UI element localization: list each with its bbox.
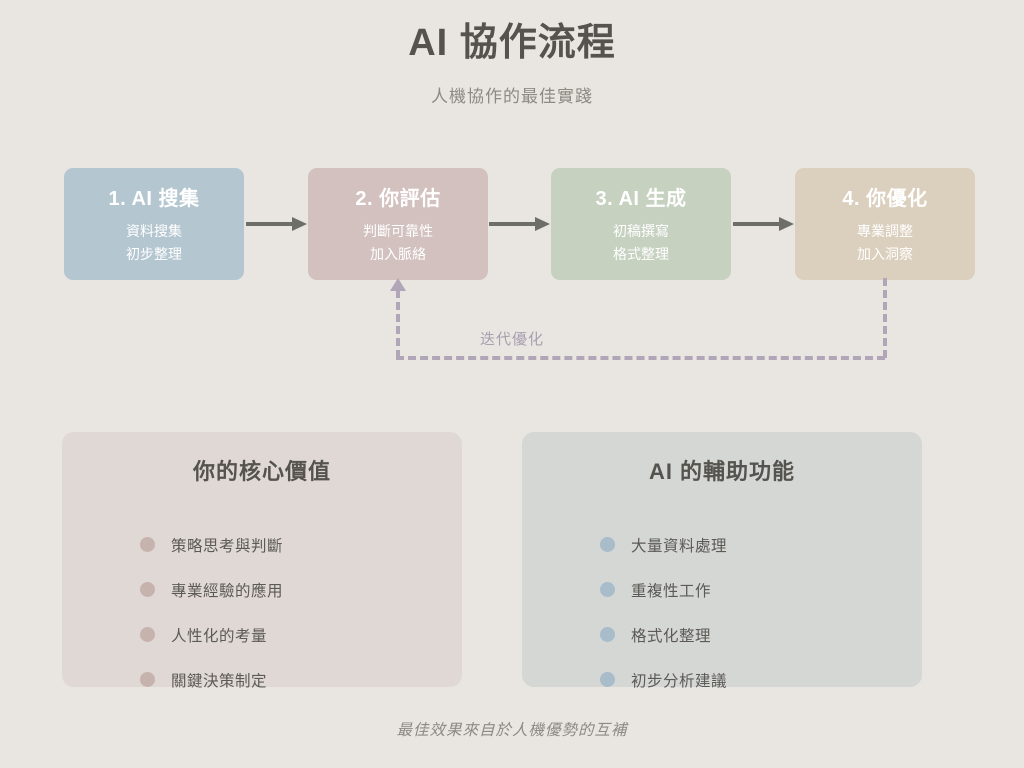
flow-step-1-detail: 資料搜集 初步整理 (126, 220, 182, 266)
list-item: 格式化整理 (600, 612, 922, 657)
flow-step-3-line-1: 初稿撰寫 (613, 222, 669, 239)
arrow-head-icon (292, 217, 307, 231)
arrow-head-icon (535, 217, 550, 231)
flow-step-3-detail: 初稿撰寫 格式整理 (613, 220, 669, 266)
arrow-shaft (246, 222, 294, 226)
panel-ai-list: 大量資料處理 重複性工作 格式化整理 初步分析建議 (522, 522, 922, 702)
process-flow: 1. AI 搜集 資料搜集 初步整理 2. 你評估 判斷可靠性 加入脈絡 3. … (0, 168, 1024, 280)
bullet-dot-icon (140, 537, 155, 552)
panel-human-title: 你的核心價值 (192, 459, 331, 484)
list-item: 專業經驗的應用 (140, 567, 462, 612)
feedback-loop-right-segment (883, 278, 887, 358)
bullet-dot-icon (600, 672, 615, 687)
feedback-loop-bottom-segment (396, 356, 885, 360)
header: AI 協作流程 人機協作的最佳實踐 (0, 22, 1024, 107)
feedback-loop-left-segment (396, 290, 400, 358)
list-item-label: 專業經驗的應用 (171, 582, 284, 600)
flow-step-2-line-2: 加入脈絡 (370, 246, 426, 262)
flow-arrow-3-to-4 (733, 217, 797, 231)
list-item: 策略思考與判斷 (140, 522, 462, 567)
flow-step-4[interactable]: 4. 你優化 專業調整 加入洞察 (795, 168, 975, 280)
page-subtitle: 人機協作的最佳實踐 (431, 86, 593, 106)
flow-arrow-2-to-3 (489, 217, 553, 231)
flow-step-2-title: 2. 你評估 (355, 187, 441, 210)
list-item: 關鍵決策制定 (140, 657, 462, 702)
bullet-dot-icon (600, 537, 615, 552)
list-item: 初步分析建議 (600, 657, 922, 702)
flow-step-1[interactable]: 1. AI 搜集 資料搜集 初步整理 (64, 168, 244, 280)
list-item-label: 初步分析建議 (631, 672, 728, 690)
feedback-loop-arrow-head-icon (390, 278, 406, 291)
flow-step-2-line-1: 判斷可靠性 (363, 222, 433, 239)
arrow-shaft (733, 222, 781, 226)
arrow-shaft (489, 222, 537, 226)
bullet-dot-icon (140, 627, 155, 642)
footer-note: 最佳效果來自於人機優勢的互補 (396, 722, 628, 739)
arrow-head-icon (779, 217, 794, 231)
list-item-label: 關鍵決策制定 (171, 672, 268, 690)
page-title: AI 協作流程 (408, 22, 616, 64)
flow-step-3-line-2: 格式整理 (613, 246, 669, 262)
list-item-label: 大量資料處理 (631, 537, 728, 555)
flow-step-4-detail: 專業調整 加入洞察 (857, 220, 913, 266)
panel-human-list: 策略思考與判斷 專業經驗的應用 人性化的考量 關鍵決策制定 (62, 522, 462, 702)
flow-step-3[interactable]: 3. AI 生成 初稿撰寫 格式整理 (551, 168, 731, 280)
list-item: 大量資料處理 (600, 522, 922, 567)
list-item-label: 人性化的考量 (171, 627, 268, 645)
flow-step-2[interactable]: 2. 你評估 判斷可靠性 加入脈絡 (308, 168, 488, 280)
bullet-dot-icon (140, 672, 155, 687)
flow-step-4-line-2: 加入洞察 (857, 246, 913, 262)
flow-step-4-title: 4. 你優化 (842, 187, 928, 210)
list-item: 人性化的考量 (140, 612, 462, 657)
list-item: 重複性工作 (600, 567, 922, 612)
bullet-dot-icon (140, 582, 155, 597)
bullet-dot-icon (600, 627, 615, 642)
flow-step-1-title: 1. AI 搜集 (108, 187, 200, 210)
list-item-label: 格式化整理 (631, 627, 712, 645)
flow-step-1-line-2: 初步整理 (126, 246, 182, 262)
panel-ai-support-function: AI 的輔助功能 大量資料處理 重複性工作 格式化整理 初步分析建議 (522, 432, 922, 690)
flow-arrow-1-to-2 (246, 217, 310, 231)
panel-ai-title: AI 的輔助功能 (648, 459, 796, 484)
feedback-loop: 迭代優化 (0, 278, 1024, 373)
flow-step-3-title: 3. AI 生成 (595, 187, 687, 210)
list-item-label: 策略思考與判斷 (171, 537, 284, 555)
panel-human-core-value: 你的核心價值 策略思考與判斷 專業經驗的應用 人性化的考量 關鍵決策制定 (62, 432, 462, 690)
feedback-loop-label: 迭代優化 (479, 331, 544, 348)
list-item-label: 重複性工作 (631, 582, 712, 600)
bullet-dot-icon (600, 582, 615, 597)
flow-step-4-line-1: 專業調整 (857, 222, 913, 239)
flow-step-2-detail: 判斷可靠性 加入脈絡 (363, 220, 433, 266)
flow-step-1-line-1: 資料搜集 (126, 222, 182, 239)
